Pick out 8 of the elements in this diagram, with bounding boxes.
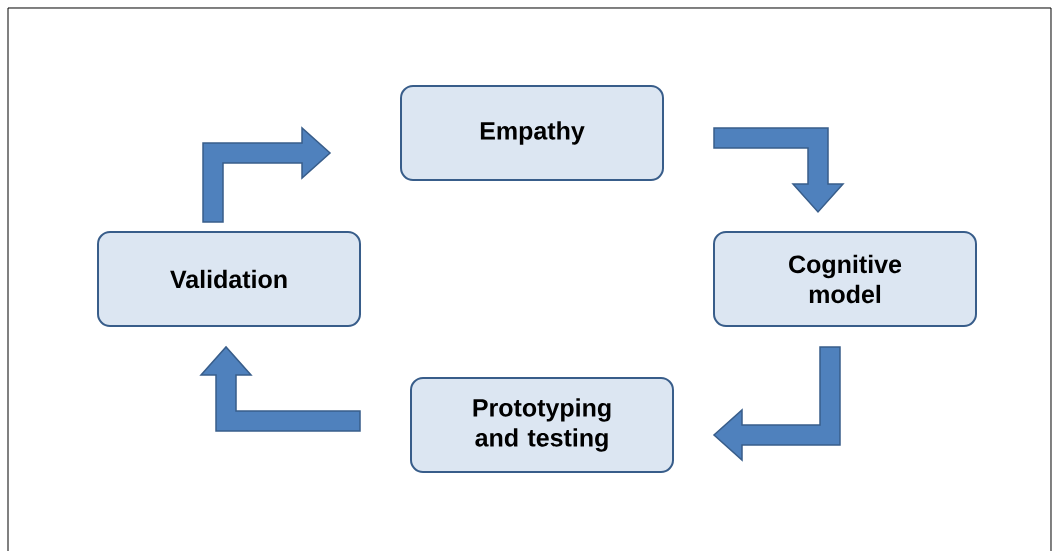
block-arrow	[202, 126, 332, 223]
process-box: Empathy	[400, 85, 664, 181]
process-box: Prototyping and testing	[410, 377, 674, 473]
process-box: Validation	[97, 231, 361, 327]
block-arrow	[713, 127, 845, 214]
process-box: Cognitive model	[713, 231, 977, 327]
block-arrow	[712, 346, 841, 462]
block-arrow	[199, 345, 361, 432]
